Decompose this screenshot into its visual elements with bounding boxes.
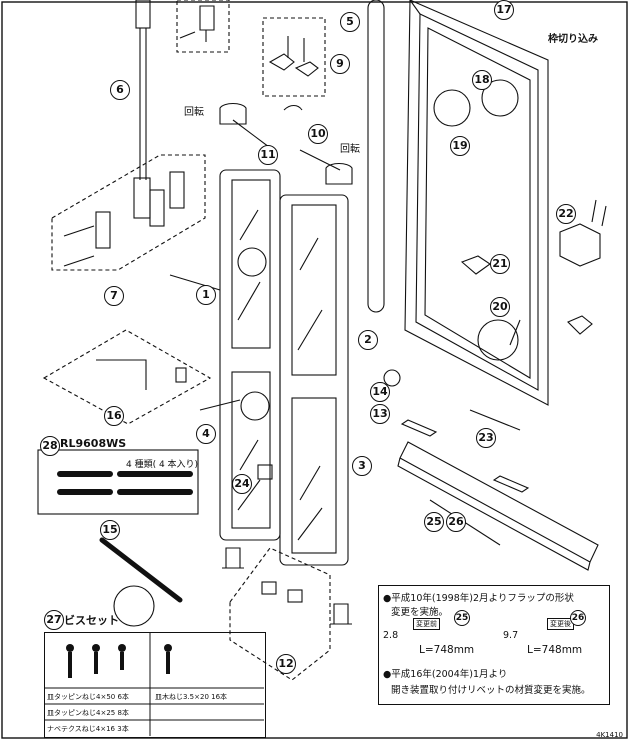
part-16-box [42, 329, 212, 425]
dim-before: 2.8 [383, 630, 399, 641]
length-before: L=748mm [419, 644, 475, 656]
screw-row-3-left: ナベテクスねじ4×16 3本 [47, 725, 129, 733]
callout-13: 13 [370, 404, 390, 424]
callout-26-sill: 26 [446, 512, 466, 532]
callout-27: 27 [44, 610, 64, 630]
callout-25-note: 25 [454, 610, 470, 626]
length-after: L=748mm [527, 644, 583, 656]
note-line-1: ●平成10年(1998年)2月よりフラップの形状 [383, 593, 574, 604]
callout-12: 12 [276, 654, 296, 674]
bar-part-5 [367, 0, 385, 313]
callout-22: 22 [556, 204, 576, 224]
callout-1: 1 [196, 285, 216, 305]
part-7-box [51, 154, 206, 271]
kit-variants-label: 4 種類( 4 本入り) [126, 460, 199, 470]
callout-15: 15 [100, 520, 120, 540]
callout-16: 16 [104, 406, 124, 426]
callout-10: 10 [308, 124, 328, 144]
screw-set-title: ビスセット [64, 614, 119, 627]
rod-part-6 [133, 0, 151, 219]
callout-2: 2 [358, 330, 378, 350]
callout-4: 4 [196, 424, 216, 444]
callout-7: 7 [104, 286, 124, 306]
callout-3: 3 [352, 456, 372, 476]
kit-28-box [37, 449, 199, 515]
screw-row-1-left: 皿タッピンねじ4×50 6本 [47, 693, 129, 701]
before-tag: 変更前 [413, 618, 440, 630]
rotate-label-right: 回転 [340, 144, 360, 155]
callout-19: 19 [450, 136, 470, 156]
note-line-4: 開き装置取り付けリベットの材質変更を実施。 [391, 685, 591, 696]
screw-row-2-left: 皿タッピンねじ4×25 8本 [47, 709, 129, 717]
callout-18: 18 [472, 70, 492, 90]
hinge-detail-box [176, 0, 230, 53]
revision-note-box: ●平成10年(1998年)2月よりフラップの形状 変更を実施。 変更前 変更後 … [378, 585, 610, 705]
callout-20: 20 [490, 297, 510, 317]
part-9-box [262, 17, 326, 97]
frame-part-17 [404, 0, 549, 406]
dim-after: 9.7 [503, 630, 519, 641]
callout-24: 24 [232, 474, 252, 494]
callout-14: 14 [370, 382, 390, 402]
screw-row-1-right: 皿木ねじ3.5×20 16本 [155, 693, 228, 701]
callout-9: 9 [330, 54, 350, 74]
part-12-box [229, 547, 331, 681]
note-line-2: 変更を実施。 [391, 607, 449, 618]
callout-21: 21 [490, 254, 510, 274]
callout-23: 23 [476, 428, 496, 448]
kit-model-label: RL9608WS [60, 437, 127, 450]
frame-cut-label: 枠切り込み [548, 34, 598, 45]
door-leaf-2 [279, 194, 349, 566]
callout-5: 5 [340, 12, 360, 32]
callout-6: 6 [110, 80, 130, 100]
callout-28: 28 [40, 436, 60, 456]
callout-17: 17 [494, 0, 514, 20]
callout-25-sill: 25 [424, 512, 444, 532]
callout-26-note: 26 [570, 610, 586, 626]
footer-code: 4K1410 [596, 731, 623, 739]
callout-11: 11 [258, 145, 278, 165]
rotate-label-left: 回転 [184, 107, 204, 118]
note-line-3: ●平成16年(2004年)1月より [383, 669, 508, 680]
screw-set-table: 皿タッピンねじ4×50 6本 皿木ねじ3.5×20 16本 皿タッピンねじ4×2… [44, 632, 266, 738]
